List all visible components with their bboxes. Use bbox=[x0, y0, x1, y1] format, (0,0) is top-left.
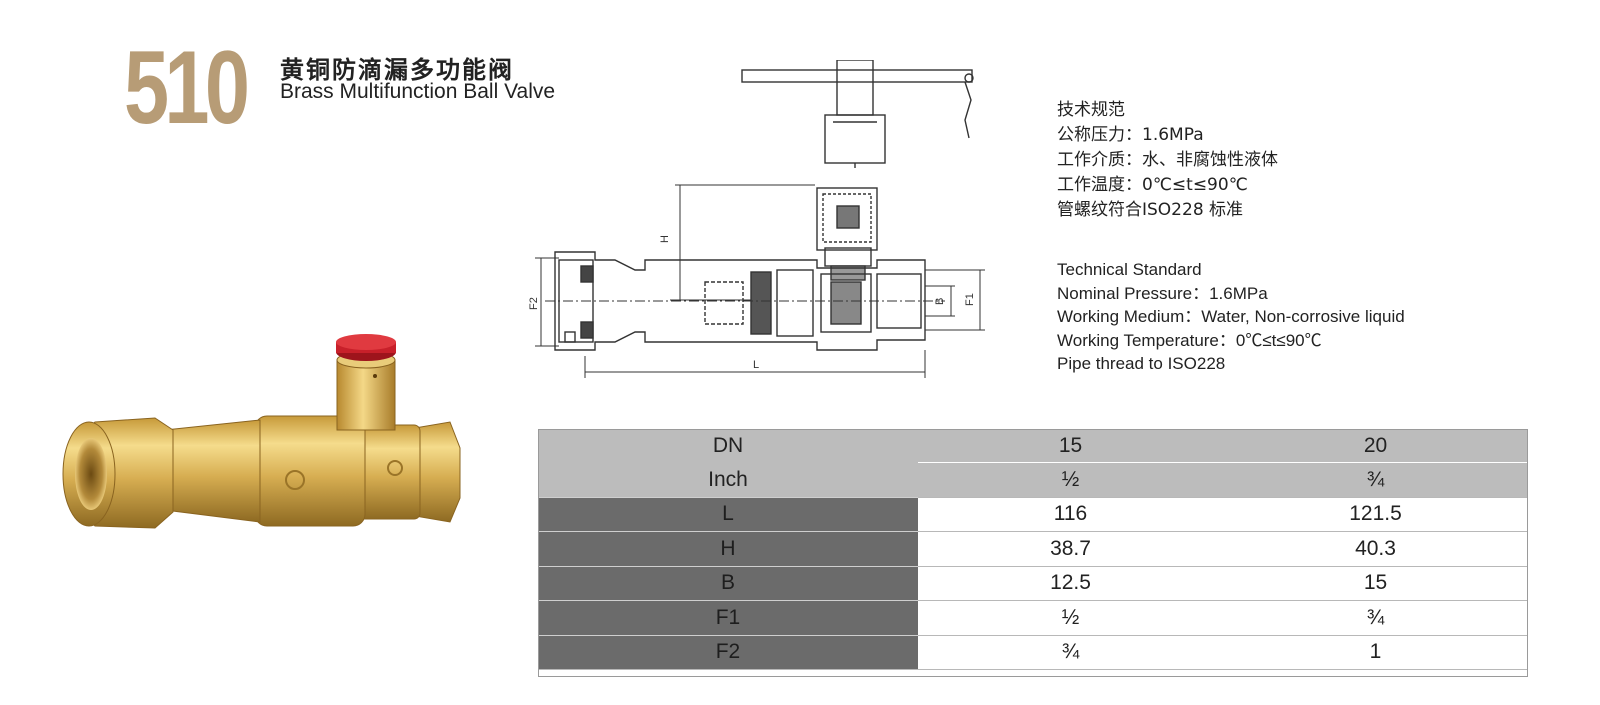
dim-label-h: H bbox=[659, 235, 671, 243]
model-number: 510 bbox=[124, 30, 250, 146]
table-header-label: DN bbox=[538, 429, 918, 463]
table-cell: ½ bbox=[918, 600, 1223, 635]
spec-en-line: Working Medium：Water, Non-corrosive liqu… bbox=[1057, 307, 1405, 326]
table-header-cell: ¾ bbox=[1223, 462, 1528, 497]
table-header-label: Inch bbox=[538, 462, 918, 497]
spec-en-line: Nominal Pressure：1.6MPa bbox=[1057, 283, 1268, 303]
table-cell: 12.5 bbox=[918, 565, 1223, 601]
table-row-label: F2 bbox=[538, 634, 918, 670]
dim-label-l: L bbox=[753, 359, 759, 371]
spec-cn-line: 公称压力：1.6MPa bbox=[1057, 125, 1204, 145]
spec-cn-line: 工作介质：水、非腐蚀性液体 bbox=[1057, 150, 1278, 170]
table-header-cell: 15 bbox=[918, 429, 1223, 463]
table-header-row: Inch ½ ¾ bbox=[538, 462, 1528, 497]
table-row: H 38.7 40.3 bbox=[538, 531, 1528, 566]
valve-technical-drawing: H B F1 F2 L bbox=[528, 60, 985, 378]
table-header-cell: ½ bbox=[918, 462, 1223, 497]
product-title-cn: 黄铜防滴漏多功能阀 bbox=[280, 56, 514, 84]
table-row: B 12.5 15 bbox=[538, 565, 1528, 601]
specs-english: Technical Standard Nominal Pressure：1.6M… bbox=[1057, 258, 1405, 376]
table-row-label: H bbox=[538, 531, 918, 566]
table-header-cell: 20 bbox=[1223, 429, 1528, 463]
spec-en-line: Working Temperature：0℃≤t≤90℃ bbox=[1057, 330, 1322, 350]
table-cell: 1 bbox=[1223, 634, 1528, 670]
valve-product-photo bbox=[62, 334, 461, 529]
dimension-table: DN 15 20 Inch ½ ¾ L 116 121.5 H 38.7 40.… bbox=[538, 429, 1528, 670]
table-cell: 38.7 bbox=[918, 531, 1223, 566]
table-cell: 40.3 bbox=[1223, 531, 1528, 566]
spec-en-line: Technical Standard bbox=[1057, 260, 1202, 279]
spec-cn-line: 技术规范 bbox=[1057, 100, 1125, 120]
table-row: F1 ½ ¾ bbox=[538, 600, 1528, 635]
table-header-row: DN 15 20 bbox=[538, 429, 1528, 463]
table-cell: 15 bbox=[1223, 565, 1528, 601]
spec-cn-line: 工作温度：0℃≤t≤90℃ bbox=[1057, 175, 1248, 195]
dim-label-b: B bbox=[934, 298, 946, 305]
table-cell: 121.5 bbox=[1223, 496, 1528, 532]
spec-en-line: Pipe thread to ISO228 bbox=[1057, 354, 1226, 373]
dim-label-f2: F2 bbox=[528, 297, 540, 310]
table-cell: 116 bbox=[918, 496, 1223, 532]
table-row: F2 ¾ 1 bbox=[538, 634, 1528, 670]
table-row: L 116 121.5 bbox=[538, 496, 1528, 532]
dim-label-f1: F1 bbox=[964, 293, 976, 306]
table-cell: ¾ bbox=[1223, 600, 1528, 635]
table-row-label: B bbox=[538, 565, 918, 601]
table-cell: ¾ bbox=[918, 634, 1223, 670]
product-title-en: Brass Multifunction Ball Valve bbox=[280, 80, 556, 103]
specs-chinese: 技术规范 公称压力：1.6MPa 工作介质：水、非腐蚀性液体 工作温度：0℃≤t… bbox=[1057, 98, 1278, 223]
spec-cn-line: 管螺纹符合ISO228 标准 bbox=[1057, 200, 1244, 220]
table-row-label: L bbox=[538, 496, 918, 532]
table-row-label: F1 bbox=[538, 600, 918, 635]
